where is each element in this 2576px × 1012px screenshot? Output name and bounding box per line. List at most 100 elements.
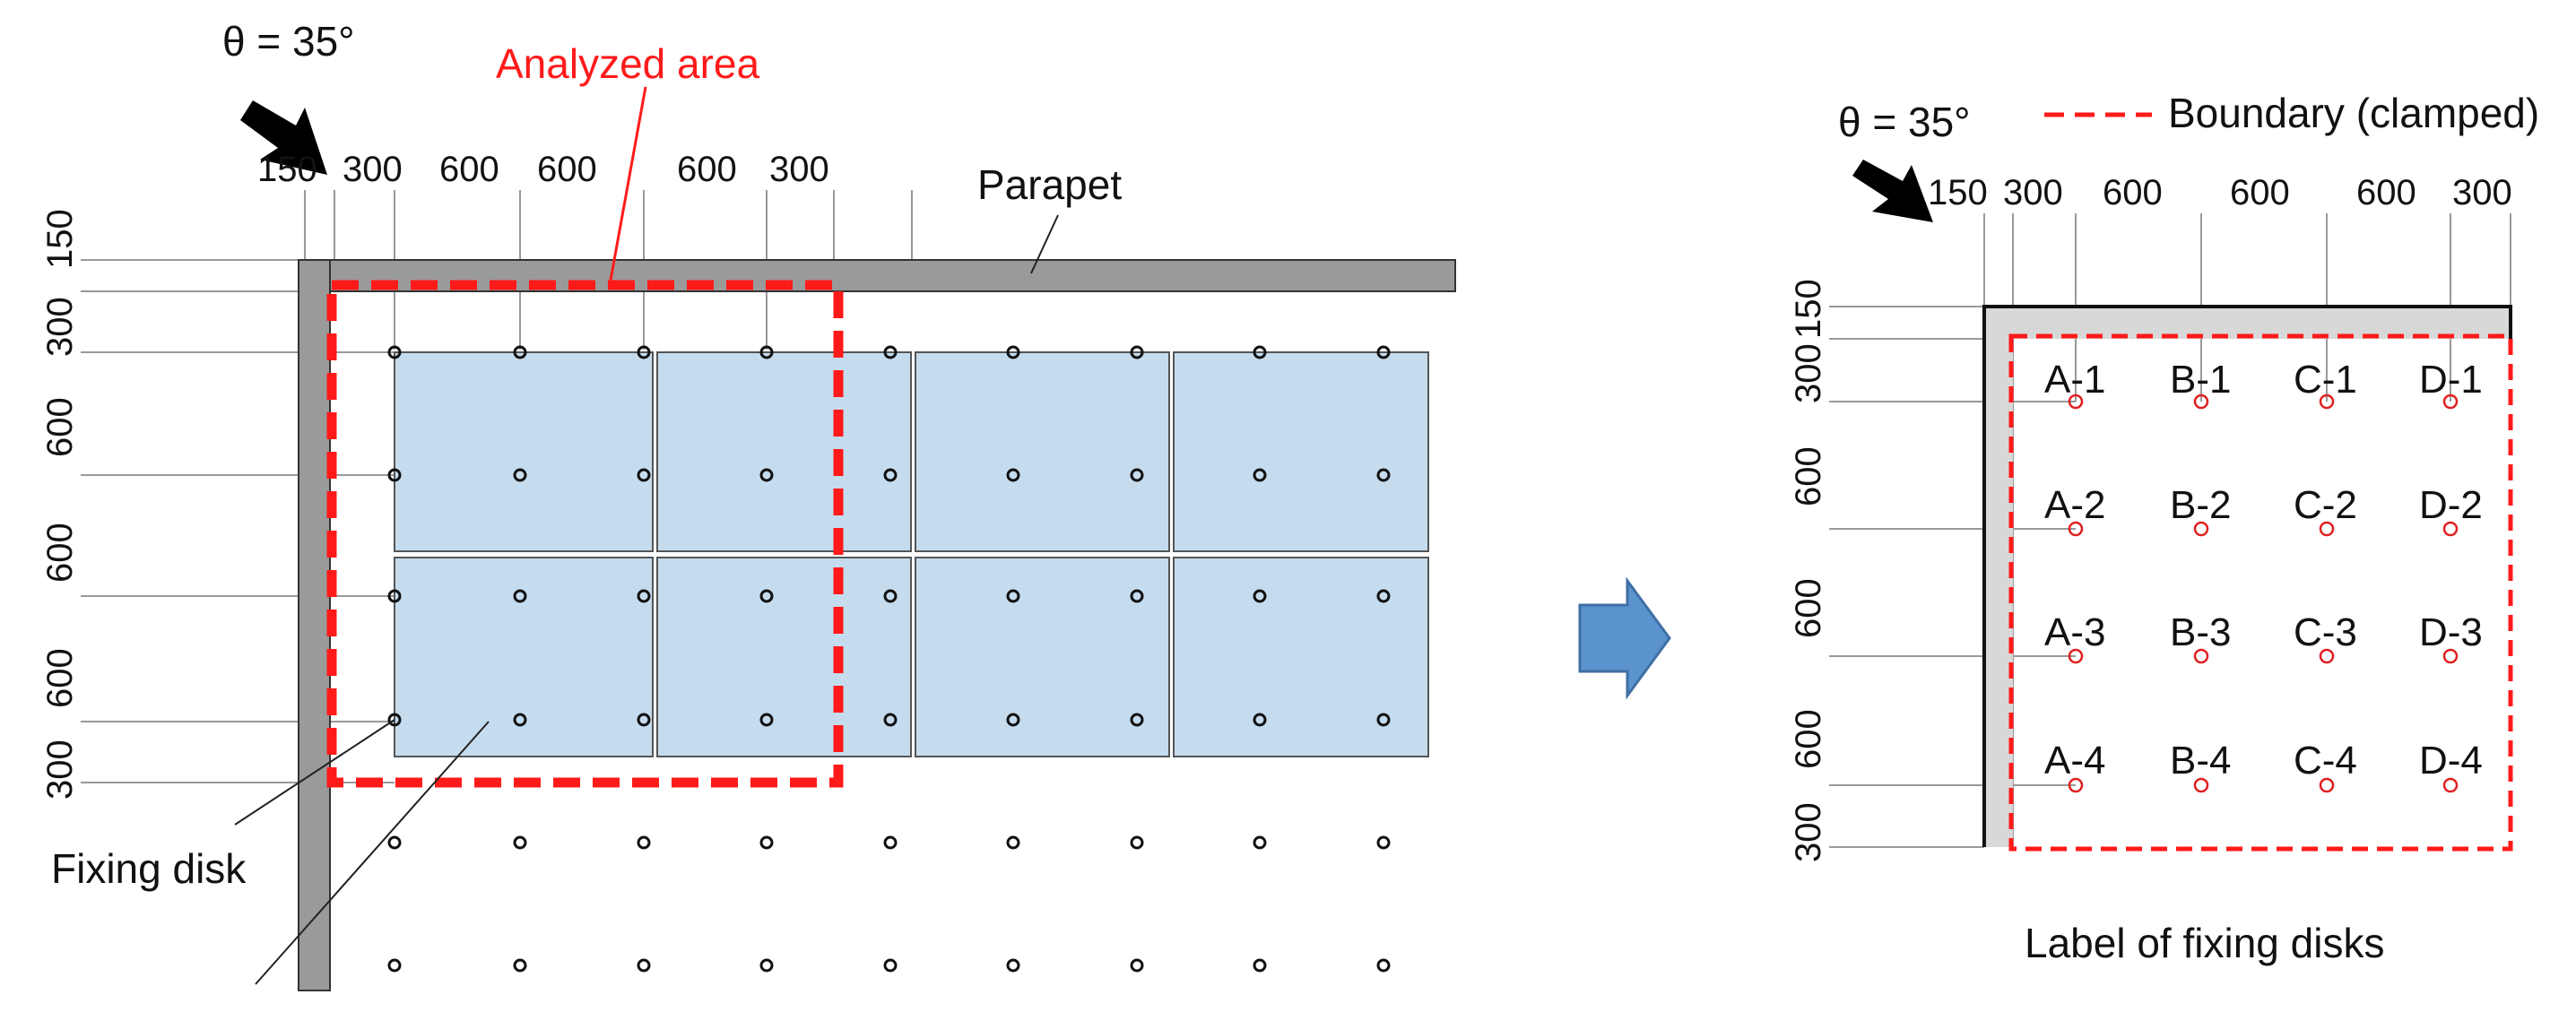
svg-text:150: 150	[257, 150, 317, 189]
fixing-disk	[387, 589, 402, 603]
fixing-disk	[1253, 468, 1267, 482]
fixing-disk	[883, 835, 898, 850]
disk-label: D-3	[2419, 610, 2483, 654]
fixing-disk-marker	[2319, 648, 2335, 664]
fixing-disk	[1376, 958, 1391, 973]
fixing-disk	[387, 835, 402, 850]
fixing-disk	[513, 713, 527, 727]
left-side-dimension-labels: 150 300 600 600 600 300	[40, 209, 80, 800]
svg-text:300: 300	[343, 150, 403, 189]
analyzed-area-label: Analyzed area	[496, 40, 759, 87]
fixing-disk	[1006, 345, 1020, 359]
svg-text:600: 600	[2103, 173, 2163, 212]
fixing-disk	[1253, 713, 1267, 727]
disk-label: C-3	[2294, 610, 2357, 654]
fixing-disk	[1006, 589, 1020, 603]
fixing-disk	[637, 835, 651, 850]
panel-leader	[255, 721, 490, 985]
fixing-disk	[513, 468, 527, 482]
analyzed-area-leader	[608, 86, 647, 286]
fixing-disk	[1130, 835, 1144, 850]
left-wind-arrow-icon	[240, 100, 327, 175]
fixing-disk-marker	[2442, 648, 2459, 664]
fixing-disk-label: Fixing disk	[51, 845, 247, 892]
fixing-disk-marker	[2442, 777, 2459, 793]
disk-label: C-4	[2294, 739, 2357, 783]
fixing-disk	[1376, 345, 1391, 359]
fixing-disk	[1253, 958, 1267, 973]
fixing-disk	[513, 958, 527, 973]
fixing-disk	[1130, 713, 1144, 727]
fixing-disk	[759, 345, 774, 359]
fixing-disk-marker	[2442, 394, 2459, 410]
disk-label: C-2	[2294, 483, 2357, 527]
fixing-disk	[1376, 713, 1391, 727]
disk-label: C-1	[2294, 358, 2357, 402]
fixing-disk	[883, 958, 898, 973]
fixing-disk	[883, 468, 898, 482]
svg-text:300: 300	[2003, 173, 2063, 212]
fixing-disk	[387, 958, 402, 973]
svg-text:600: 600	[2356, 173, 2416, 212]
right-side-dimension-lines	[1829, 306, 2076, 848]
svg-text:600: 600	[1789, 446, 1828, 506]
fixing-disk	[1006, 713, 1020, 727]
fixing-disk	[1130, 468, 1144, 482]
clamped-boundary	[2008, 333, 2513, 852]
fixing-disk	[637, 958, 651, 973]
fixing-disk	[1006, 468, 1020, 482]
svg-text:600: 600	[40, 523, 80, 583]
right-caption: Label of fixing disks	[2025, 920, 2384, 966]
svg-text:150: 150	[40, 209, 80, 269]
fixing-disk	[387, 713, 402, 727]
fixing-disk	[1130, 958, 1144, 973]
transition-arrow-icon	[1578, 576, 1671, 700]
fixing-disk	[1006, 958, 1020, 973]
legend-label: Boundary (clamped)	[2168, 90, 2539, 136]
fixing-disk	[1130, 589, 1144, 603]
solar-panels	[394, 351, 1429, 757]
fixing-disk-marker	[2442, 521, 2459, 537]
fixing-disk	[759, 589, 774, 603]
fixing-disk-marker	[2319, 521, 2335, 537]
fixing-disk	[1253, 589, 1267, 603]
analyzed-area-boundary	[326, 280, 844, 788]
svg-text:300: 300	[40, 740, 80, 800]
fixing-disk	[1376, 835, 1391, 850]
fixing-disk	[759, 713, 774, 727]
fixing-disk	[1376, 589, 1391, 603]
fixing-disk-marker	[2068, 648, 2084, 664]
fixing-disk	[637, 713, 651, 727]
disk-label: A-4	[2044, 739, 2105, 783]
fixing-disk	[1253, 835, 1267, 850]
disk-label: A-2	[2044, 483, 2105, 527]
svg-text:600: 600	[40, 648, 80, 708]
left-side-dimension-lines	[81, 259, 395, 783]
svg-text:600: 600	[2230, 173, 2290, 212]
disk-label: B-2	[2170, 483, 2231, 527]
right-parapet	[1982, 305, 2512, 847]
fixing-disk	[759, 835, 774, 850]
fixing-disk	[1253, 345, 1267, 359]
fixing-disk-marker	[2068, 521, 2084, 537]
parapet-leader	[1030, 214, 1059, 274]
labeled-fixing-disks	[2068, 394, 2459, 793]
right-diagram: A-1 B-1 C-1 D-1 A-2 B-2 C-2 D-2 A-3 B-3 …	[1789, 90, 2539, 966]
fixing-disk	[513, 835, 527, 850]
right-angle-label: θ = 35°	[1838, 99, 1971, 145]
fixing-disk-marker	[2193, 777, 2209, 793]
svg-text:600: 600	[1789, 578, 1828, 638]
disk-label: D-2	[2419, 483, 2483, 527]
fixing-disk	[387, 345, 402, 359]
svg-text:300: 300	[1789, 343, 1828, 403]
svg-text:300: 300	[2452, 173, 2512, 212]
svg-text:600: 600	[439, 150, 499, 189]
fixing-disk-marker	[2319, 394, 2335, 410]
svg-text:300: 300	[769, 150, 829, 189]
fixing-disk-marker	[2068, 394, 2084, 410]
fixing-disk-marker	[2068, 777, 2084, 793]
fixing-disk-marker	[2193, 521, 2209, 537]
fixing-disk	[513, 345, 527, 359]
right-top-dimension-labels: 150 300 600 600 600 300	[1928, 173, 2512, 212]
